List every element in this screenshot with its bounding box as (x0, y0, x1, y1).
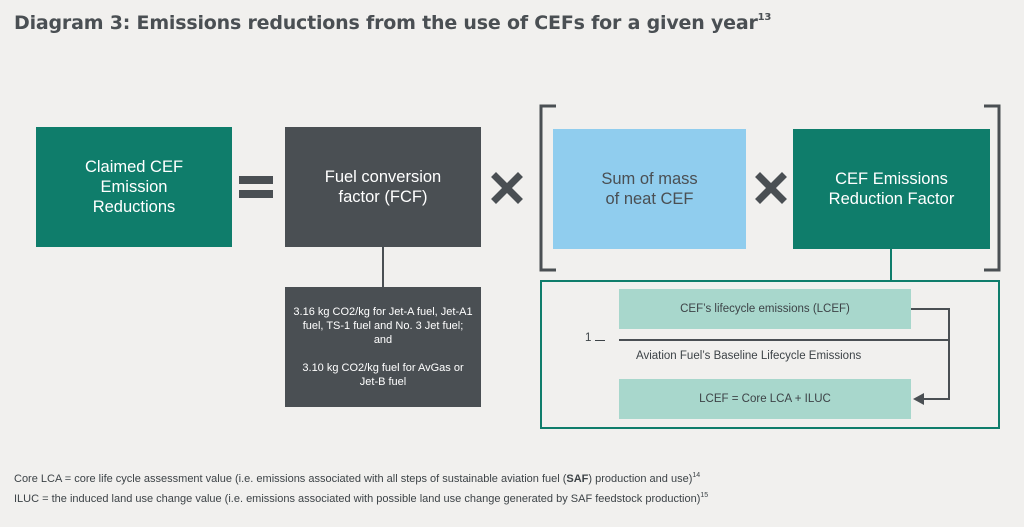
footnote-core-lca-ref: 14 (692, 472, 701, 479)
diagram-title-text: Diagram 3: Emissions reductions from the… (14, 12, 758, 34)
lifecycle-emissions-label: CEF’s lifecycle emissions (LCEF) (680, 302, 850, 315)
lcef-definition-box: LCEF = Core LCA + ILUC (619, 379, 911, 419)
footnote-iluc: ILUC = the induced land use change value… (14, 492, 708, 505)
lcef-definition-label: LCEF = Core LCA + ILUC (699, 392, 831, 405)
right-bracket (984, 104, 1001, 272)
footnote-iluc-ref: 15 (700, 492, 709, 499)
lcef-arrow (911, 308, 950, 405)
diagram-title: Diagram 3: Emissions reductions from the… (14, 12, 771, 34)
footnote-core-lca-saf: SAF (566, 473, 589, 485)
reduction-factor-connector-line (890, 249, 892, 280)
formula-one: 1 (585, 332, 592, 344)
fuel-conversion-factor-box: Fuel conversion factor (FCF) (285, 127, 481, 247)
fcf-values-note-jet-a: 3.16 kg CO2/kg for Jet-A fuel, Jet-A1 fu… (293, 305, 473, 347)
footnote-iluc-text: ILUC = the induced land use change value… (14, 493, 701, 505)
sum-mass-neat-cef-label: Sum of mass of neat CEF (601, 169, 698, 208)
fraction-line (619, 339, 949, 341)
left-bracket (539, 104, 556, 272)
equals-sign-bottom-bar (239, 190, 273, 198)
fuel-conversion-factor-label: Fuel conversion factor (FCF) (324, 167, 442, 206)
fcf-values-note: 3.16 kg CO2/kg for Jet-A fuel, Jet-A1 fu… (285, 287, 481, 407)
footnote-core-lca-prefix: Core LCA = core life cycle assessment va… (14, 473, 567, 485)
diagram-title-footnote-ref: 13 (757, 12, 772, 23)
claimed-reductions-box: Claimed CEF Emission Reductions (36, 127, 232, 247)
formula-minus-sign (595, 340, 605, 342)
claimed-reductions-label: Claimed CEF Emission Reductions (84, 157, 184, 217)
multiply-icon (755, 172, 787, 204)
equals-sign-top-bar (239, 176, 273, 184)
emissions-reduction-factor-box: CEF Emissions Reduction Factor (793, 129, 990, 249)
multiply-icon (491, 172, 523, 204)
emissions-reduction-factor-label: CEF Emissions Reduction Factor (828, 169, 955, 208)
baseline-emissions-label: Aviation Fuel’s Baseline Lifecycle Emiss… (636, 350, 862, 362)
fcf-values-note-avgas: 3.10 kg CO2/kg fuel for AvGas or Jet-B f… (302, 361, 464, 388)
sum-mass-neat-cef-box: Sum of mass of neat CEF (553, 129, 746, 249)
footnote-core-lca: Core LCA = core life cycle assessment va… (14, 472, 700, 485)
fcf-connector-line (382, 247, 384, 287)
footnote-core-lca-suffix: ) production and use) (588, 473, 693, 485)
lifecycle-emissions-box: CEF’s lifecycle emissions (LCEF) (619, 289, 911, 329)
reduction-factor-formula-frame (540, 280, 1000, 429)
